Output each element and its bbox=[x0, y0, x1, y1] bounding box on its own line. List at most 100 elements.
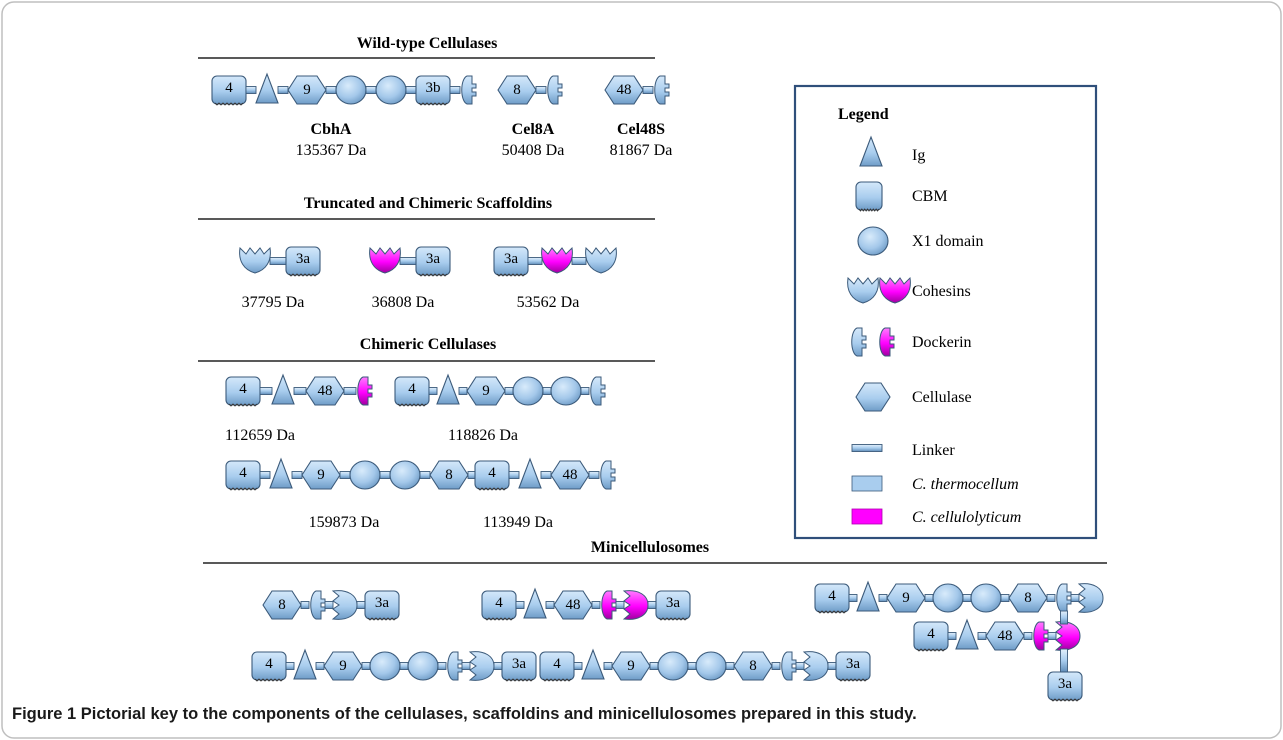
caption-label: Figure 1 bbox=[12, 705, 77, 723]
linker bbox=[542, 387, 552, 395]
linker bbox=[461, 662, 471, 670]
cellulase-hexagon-icon: 9 bbox=[323, 651, 363, 681]
cellulase-hexagon-icon: 48 bbox=[553, 590, 593, 620]
cellulase-hexagon-icon: 8 bbox=[1008, 583, 1048, 613]
ig-triangle-icon bbox=[859, 135, 883, 167]
linker bbox=[687, 662, 697, 670]
caption-text: Pictorial key to the components of the c… bbox=[80, 705, 917, 723]
svg-text:9: 9 bbox=[339, 658, 347, 674]
linker bbox=[725, 662, 735, 670]
x1-domain-icon bbox=[657, 651, 689, 681]
linker bbox=[291, 471, 303, 479]
svg-text:4: 4 bbox=[239, 465, 247, 481]
x1-domain-icon bbox=[932, 583, 964, 613]
legend-title: Legend bbox=[838, 106, 889, 123]
cbm-icon: 4 bbox=[211, 75, 247, 106]
thermocellum-swatch-icon bbox=[851, 475, 883, 492]
x1-domain-icon bbox=[389, 460, 421, 490]
dockerin-thermocellum-icon bbox=[461, 75, 477, 105]
linker bbox=[259, 471, 271, 479]
linker bbox=[962, 594, 972, 602]
cohesin-cellulolyticum-icon bbox=[369, 246, 401, 274]
linker bbox=[269, 257, 287, 265]
cbm-icon bbox=[855, 181, 883, 212]
x1-domain-icon bbox=[369, 651, 401, 681]
linker bbox=[325, 86, 337, 94]
cohesin-thermocellum-icon bbox=[585, 246, 617, 274]
ig-triangle-icon bbox=[518, 457, 542, 489]
x1-domain-icon bbox=[970, 583, 1002, 613]
linker bbox=[947, 632, 957, 640]
svg-text:4: 4 bbox=[408, 381, 416, 397]
section-title-wild-type: Wild-type Cellulases bbox=[357, 35, 498, 52]
label-cel48s-mass: 81867 Da bbox=[610, 142, 673, 159]
x1-domain-icon bbox=[550, 376, 582, 406]
svg-text:4: 4 bbox=[488, 465, 496, 481]
linker bbox=[642, 86, 654, 94]
linker bbox=[449, 86, 461, 94]
svg-text:3a: 3a bbox=[375, 595, 390, 611]
legend-item: CBM bbox=[855, 181, 948, 212]
linker bbox=[647, 601, 657, 609]
ig-triangle-icon bbox=[269, 457, 293, 489]
dockerin-cellulolyticum-icon bbox=[601, 590, 617, 620]
linker bbox=[878, 594, 888, 602]
svg-text:9: 9 bbox=[303, 82, 311, 98]
svg-text:9: 9 bbox=[627, 658, 635, 674]
linker bbox=[493, 662, 503, 670]
dockerin-thermocellum-icon bbox=[590, 376, 606, 406]
linker bbox=[399, 257, 417, 265]
cbm-icon: 4 bbox=[474, 460, 510, 491]
cohesin-cellulolyticum-icon bbox=[541, 246, 573, 274]
linker bbox=[365, 86, 377, 94]
dockerin-thermocellum-icon bbox=[654, 75, 670, 105]
svg-text:8: 8 bbox=[749, 658, 757, 674]
svg-text:3a: 3a bbox=[504, 251, 519, 267]
linker bbox=[848, 594, 858, 602]
legend-item: Dockerin bbox=[851, 327, 972, 357]
svg-text:48: 48 bbox=[617, 82, 632, 98]
legend-label: Ig bbox=[912, 147, 925, 164]
linker bbox=[535, 86, 547, 94]
dockerin-thermocellum-icon bbox=[447, 651, 463, 681]
linker bbox=[1000, 594, 1010, 602]
ig-triangle-icon bbox=[581, 648, 605, 680]
label-chim3-mass: 159873 Da bbox=[309, 514, 380, 531]
cellulase-hexagon-icon: 48 bbox=[985, 621, 1025, 651]
linker bbox=[300, 601, 310, 609]
svg-text:8: 8 bbox=[445, 467, 453, 483]
cbm-icon: 3a bbox=[501, 651, 537, 682]
cellulase-hexagon-icon: 8 bbox=[497, 75, 537, 105]
cbm-icon: 3a bbox=[655, 590, 691, 621]
cbm-icon: 3a bbox=[493, 246, 529, 277]
linker bbox=[1060, 610, 1068, 625]
linker bbox=[339, 471, 351, 479]
linker bbox=[851, 444, 883, 452]
legend-item: Linker bbox=[851, 442, 955, 459]
cellulase-hexagon-icon: 8 bbox=[733, 651, 773, 681]
linker bbox=[603, 662, 613, 670]
linker bbox=[1070, 594, 1080, 602]
cbm-icon: 3a bbox=[835, 651, 871, 682]
cbm-icon: 3a bbox=[1047, 671, 1083, 702]
label-cel48s-name: Cel48S bbox=[617, 121, 665, 138]
cellulase-hexagon-icon: 9 bbox=[287, 75, 327, 105]
linker bbox=[437, 662, 447, 670]
cohesin-thermocellum-icon bbox=[1077, 583, 1104, 613]
linker bbox=[771, 662, 781, 670]
svg-text:4: 4 bbox=[239, 381, 247, 397]
linker bbox=[1023, 632, 1033, 640]
legend-label: C. thermocellum bbox=[912, 476, 1019, 493]
cellulase-hexagon-icon bbox=[855, 382, 891, 412]
cellulase-hexagon-icon: 9 bbox=[466, 376, 506, 406]
svg-text:3a: 3a bbox=[1058, 676, 1073, 692]
linker bbox=[259, 387, 273, 395]
linker bbox=[571, 257, 587, 265]
svg-text:3a: 3a bbox=[666, 595, 681, 611]
cellulase-hexagon-icon: 8 bbox=[262, 590, 302, 620]
linker bbox=[1046, 594, 1056, 602]
linker bbox=[591, 601, 601, 609]
svg-text:4: 4 bbox=[495, 595, 503, 611]
